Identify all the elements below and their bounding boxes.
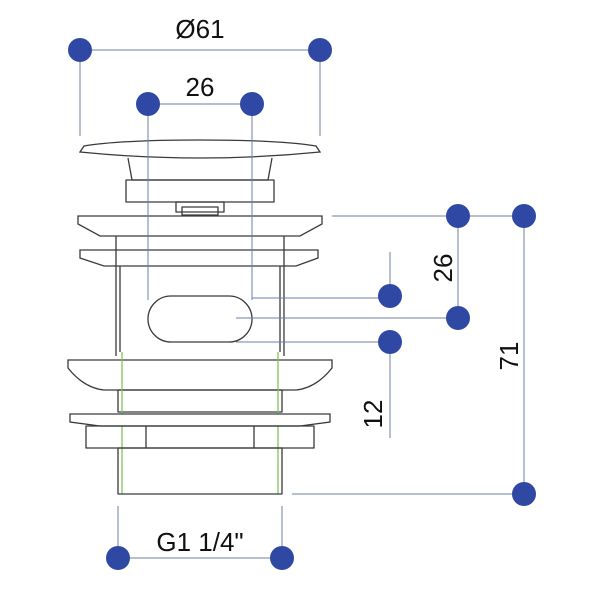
top-flange <box>77 215 323 237</box>
dimension-total-height: 71 <box>292 204 536 506</box>
dimension-overflow-slot-height: 26 <box>236 204 470 330</box>
marker-dot <box>270 546 294 570</box>
cap-diameter-label: Ø61 <box>175 14 224 44</box>
marker-dot <box>106 546 130 570</box>
thread-size-label: G1 1/4" <box>156 527 243 557</box>
flange-ring <box>79 249 319 267</box>
dimension-slot-to-flange: 12 <box>236 330 402 438</box>
lower-dish <box>67 359 333 391</box>
plunger <box>175 201 225 213</box>
marker-dot <box>378 284 402 308</box>
dimension-cap-stem-width: 26 <box>136 72 264 300</box>
marker-dot <box>512 204 536 228</box>
marker-dot <box>446 306 470 330</box>
lock-nut-washer <box>69 413 331 427</box>
total-height-label: 71 <box>494 342 524 371</box>
marker-dot <box>446 204 470 228</box>
marker-dot <box>512 482 536 506</box>
marker-dot <box>68 38 92 62</box>
tail-pipe <box>117 447 283 495</box>
marker-dot <box>308 38 332 62</box>
main-body <box>115 236 285 356</box>
push-cap <box>78 139 322 159</box>
slot-to-flange-label: 12 <box>358 400 388 429</box>
overflow-slot-height-label: 26 <box>428 254 458 283</box>
cap-stem-width-label: 26 <box>186 72 215 102</box>
cap-stem <box>127 157 273 181</box>
dimension-cap-diameter: Ø61 <box>68 14 332 136</box>
marker-dot <box>378 330 402 354</box>
marker-dot <box>240 92 264 116</box>
lock-nut <box>85 425 315 449</box>
dimension-thread-size: G1 1/4" <box>106 506 294 570</box>
plunger-base <box>181 206 219 216</box>
waste-body <box>67 139 333 495</box>
marker-dot <box>136 92 160 116</box>
overflow-slot <box>147 295 253 343</box>
thread-section-upper <box>117 389 283 413</box>
